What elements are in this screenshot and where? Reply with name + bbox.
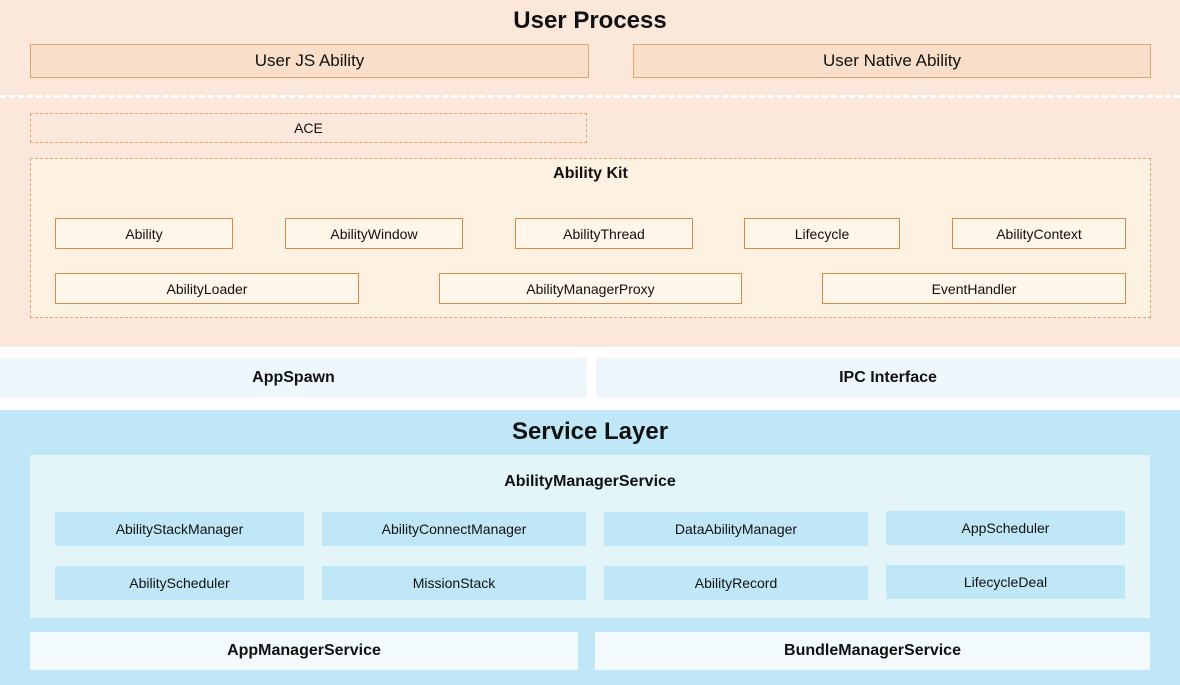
ams-item-dataabilitymanager: DataAbilityManager <box>604 512 868 546</box>
bundle-manager-service-box: BundleManagerService <box>595 632 1150 670</box>
kit-item-ability: Ability <box>55 218 233 249</box>
kit-item-abilitythread: AbilityThread <box>515 218 693 249</box>
kit-item-abilityloader: AbilityLoader <box>55 273 359 304</box>
ams-item-missionstack: MissionStack <box>322 566 586 600</box>
ams-item-abilityconnectmanager: AbilityConnectManager <box>322 512 586 546</box>
kit-item-lifecycle: Lifecycle <box>744 218 900 249</box>
user-native-ability-box: User Native Ability <box>633 44 1151 78</box>
appspawn-box: AppSpawn <box>0 358 587 398</box>
ams-item-appscheduler: AppScheduler <box>886 511 1125 545</box>
user-js-ability-box: User JS Ability <box>30 44 589 78</box>
ability-kit-title: Ability Kit <box>553 165 628 182</box>
ams-item-abilitystackmanager: AbilityStackManager <box>55 512 304 546</box>
kit-item-abilitywindow: AbilityWindow <box>285 218 463 249</box>
ability-manager-service-title: AbilityManagerService <box>504 473 676 490</box>
app-manager-service-box: AppManagerService <box>30 632 578 670</box>
ams-item-abilityrecord: AbilityRecord <box>604 566 868 600</box>
kit-item-eventhandler: EventHandler <box>822 273 1126 304</box>
service-layer-title: Service Layer <box>511 418 669 445</box>
ams-item-lifecycledeal: LifecycleDeal <box>886 565 1125 599</box>
kit-item-abilitymanagerproxy: AbilityManagerProxy <box>439 273 742 304</box>
ipc-interface-box: IPC Interface <box>596 358 1180 398</box>
ace-box: ACE <box>30 113 587 143</box>
process-divider <box>0 95 1180 98</box>
ams-item-abilityscheduler: AbilityScheduler <box>55 566 304 600</box>
kit-item-abilitycontext: AbilityContext <box>952 218 1126 249</box>
user-process-title: User Process <box>513 7 667 34</box>
